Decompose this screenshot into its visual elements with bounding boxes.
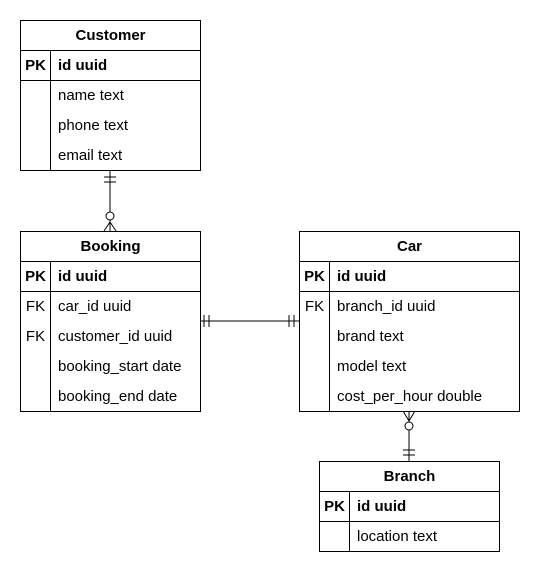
primary-key-row: PK id uuid xyxy=(21,51,200,81)
field-label: cost_per_hour double xyxy=(337,388,483,405)
entity-customer[interactable]: Customer PK id uuid name text phone text… xyxy=(20,20,201,171)
primary-key-row: PK id uuid xyxy=(300,262,519,292)
primary-key-row: PK id uuid xyxy=(320,492,499,522)
field-label: email text xyxy=(58,147,123,164)
attribute-row: cost_per_hour double xyxy=(300,382,519,412)
relationship-booking-car xyxy=(200,315,299,327)
entity-booking[interactable]: Booking PK id uuid FK car_id uuid FK cus… xyxy=(20,231,201,412)
key-label: PK xyxy=(300,262,330,291)
field-label: brand text xyxy=(337,328,404,345)
attribute-row: name text xyxy=(21,81,200,111)
key-label xyxy=(320,522,350,552)
attribute-row: booking_end date xyxy=(21,382,200,412)
entity-title: Branch xyxy=(320,462,499,492)
entity-branch[interactable]: Branch PK id uuid location text xyxy=(319,461,500,552)
key-label: FK xyxy=(21,322,51,352)
field-label: id uuid xyxy=(58,57,108,74)
attribute-row: location text xyxy=(320,522,499,552)
field-label: booking_end date xyxy=(58,388,178,405)
field-label: booking_start date xyxy=(58,358,182,375)
key-label xyxy=(300,322,330,352)
field-label: name text xyxy=(58,87,124,104)
key-label xyxy=(21,352,51,382)
field-label: customer_id uuid xyxy=(58,328,173,345)
entity-title: Car xyxy=(300,232,519,262)
primary-key-row: PK id uuid xyxy=(21,262,200,292)
field-label: car_id uuid xyxy=(58,298,132,315)
key-label: PK xyxy=(320,492,350,521)
relationship-customer-booking xyxy=(103,170,117,232)
entity-car[interactable]: Car PK id uuid FK branch_id uuid brand t… xyxy=(299,231,520,412)
key-label xyxy=(21,111,51,141)
key-label xyxy=(21,141,51,171)
field-label: branch_id uuid xyxy=(337,298,436,315)
relationship-car-branch xyxy=(402,410,416,461)
key-label xyxy=(300,352,330,382)
attribute-row: FK car_id uuid xyxy=(21,292,200,322)
key-label xyxy=(21,382,51,412)
field-label: phone text xyxy=(58,117,129,134)
attribute-row: brand text xyxy=(300,322,519,352)
key-label: FK xyxy=(300,292,330,322)
attribute-row: email text xyxy=(21,141,200,171)
attribute-row: FK branch_id uuid xyxy=(300,292,519,322)
entity-title: Customer xyxy=(21,21,200,51)
field-label: location text xyxy=(357,528,438,545)
field-label: model text xyxy=(337,358,407,375)
attribute-row: model text xyxy=(300,352,519,382)
key-label xyxy=(21,81,51,111)
field-label: id uuid xyxy=(357,498,407,515)
field-label: id uuid xyxy=(58,268,108,285)
key-label xyxy=(300,382,330,412)
attribute-row: phone text xyxy=(21,111,200,141)
key-label: PK xyxy=(21,262,51,291)
key-label: FK xyxy=(21,292,51,322)
attribute-row: booking_start date xyxy=(21,352,200,382)
entity-title: Booking xyxy=(21,232,200,262)
key-label: PK xyxy=(21,51,51,80)
field-label: id uuid xyxy=(337,268,387,285)
attribute-row: FK customer_id uuid xyxy=(21,322,200,352)
